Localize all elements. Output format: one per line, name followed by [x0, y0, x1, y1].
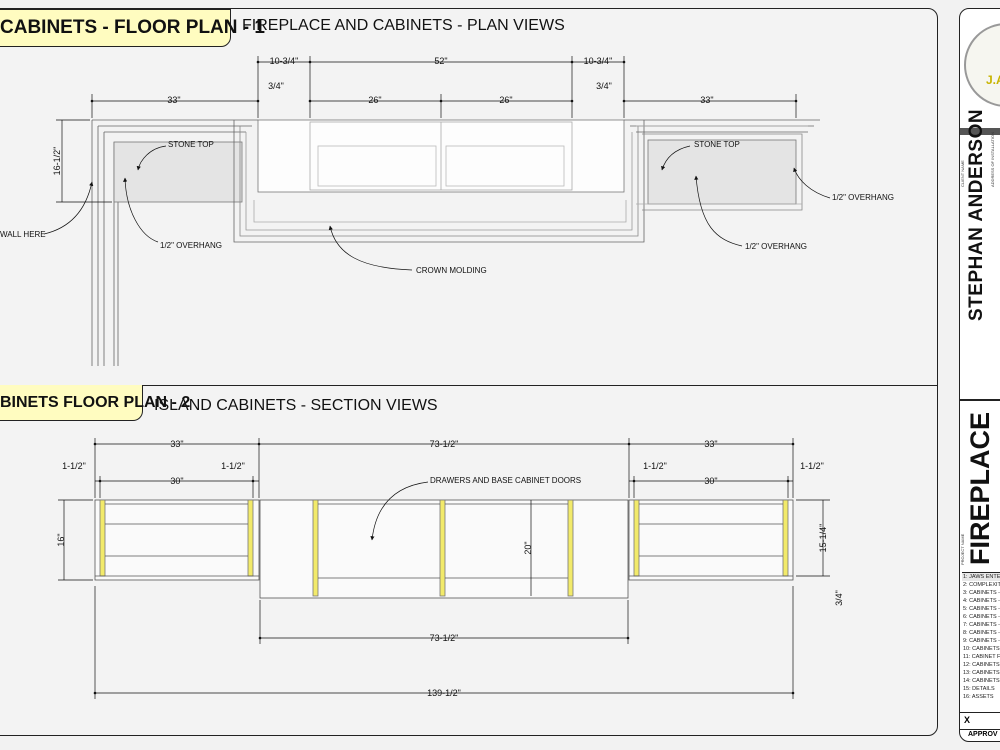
title-block: J.A CLIENT NAME STEPHAN ANDERSON ADDRESS…	[959, 8, 1000, 742]
dim-sec-height-20: 20"	[523, 541, 533, 554]
dim-sec-height-1514: 15-1/4"	[818, 524, 828, 553]
company-logo: J.A	[964, 23, 1000, 107]
dim-sec-right-34: 3/4"	[834, 590, 844, 606]
sheet-index-item[interactable]: 16: ASSETS	[963, 694, 994, 700]
sheet-index-item[interactable]: 11: CABINET FL	[963, 654, 1000, 660]
note-drawers: DRAWERS AND BASE CABINET DOORS	[430, 476, 581, 485]
project-name: FIREPLACE	[965, 411, 995, 565]
sheet-index-item[interactable]: 6: CABINETS -	[963, 614, 1000, 620]
sheet-index-item[interactable]: 4: CABINETS -	[963, 598, 1000, 604]
plan-view	[91, 119, 820, 366]
dim-top-right: 10-3/4"	[584, 56, 613, 66]
note-overhang-left: 1/2" OVERHANG	[160, 241, 222, 250]
dim-sec-left-112a: 1-1/2"	[62, 461, 86, 471]
sheet-index-item[interactable]: 15: DETAILS	[963, 686, 995, 692]
dim-right-34: 3/4"	[596, 81, 612, 91]
floor-plan-2-title: BINETS FLOOR PLAN - 2	[0, 393, 191, 411]
plan-views-heading: FIREPLACE AND CABINETS - PLAN VIEWS	[242, 17, 565, 34]
approval-line	[960, 729, 1000, 730]
sheet-divider	[0, 385, 937, 386]
floor-plan-1-title: CABINETS - FLOOR PLAN - 1	[0, 17, 265, 38]
left-cabinet	[94, 499, 260, 581]
sheet-index-item[interactable]: 3: CABINETS -	[963, 590, 1000, 596]
dim-sec-left-112b: 1-1/2"	[221, 461, 245, 471]
dim-top-left: 10-3/4"	[270, 56, 299, 66]
address-caption: ADDRESS OF INSTALLATION	[990, 132, 995, 187]
right-cabinet	[628, 499, 794, 581]
sheet-index-item[interactable]: 14: CABINETS -	[963, 678, 1000, 684]
dim-sec-height-16: 16"	[56, 533, 66, 546]
dim-mid-26b: 26"	[499, 95, 512, 105]
sheet-index-item[interactable]: 7: CABINETS -	[963, 622, 1000, 628]
dim-right-33: 33"	[700, 95, 713, 105]
stone-top-right	[647, 139, 797, 205]
dim-sec-right-112b: 1-1/2"	[800, 461, 824, 471]
dim-depth: 16-1/2"	[52, 147, 62, 176]
sheet-index-item[interactable]: 13: CABINETS -	[963, 670, 1000, 676]
sheet-index-item[interactable]: 10: CABINETS -	[963, 646, 1000, 652]
dim-sec-right-33: 33"	[704, 439, 717, 449]
dim-sec-right-30: 30"	[704, 476, 717, 486]
dim-mid-26a: 26"	[368, 95, 381, 105]
dim-sec-right-112a: 1-1/2"	[643, 461, 667, 471]
logo-text: J.A	[986, 73, 1000, 87]
title-block-separator	[960, 128, 1000, 135]
dim-sec-bottom-73: 73-1/2"	[430, 633, 459, 643]
note-crown-molding: CROWN MOLDING	[416, 266, 487, 275]
dim-left-34: 3/4"	[268, 81, 284, 91]
dim-sec-left-30: 30"	[170, 476, 183, 486]
approval-box-top	[960, 712, 1000, 713]
floor-plan-2-tag: BINETS FLOOR PLAN - 2	[0, 385, 190, 421]
note-stone-top-right: STONE TOP	[694, 140, 740, 149]
note-overhang-right-a: 1/2" OVERHANG	[832, 193, 894, 202]
client-caption: CLIENT NAME	[960, 160, 965, 187]
note-overhang-right-b: 1/2" OVERHANG	[745, 242, 807, 251]
dim-sec-left-33: 33"	[170, 439, 183, 449]
sheet-index-item[interactable]: 8: CABINETS -	[963, 630, 1000, 636]
sheet-index-item[interactable]: 5: CABINETS -	[963, 606, 1000, 612]
approval-x-mark: X	[964, 715, 971, 725]
sheet-index-item[interactable]: 1: JAWS ENTE	[962, 573, 1000, 581]
section-view	[94, 499, 794, 599]
sheet-index-item[interactable]: 9: CABINETS -	[963, 638, 1000, 644]
stone-top-left	[113, 141, 243, 203]
dim-sec-bottom-139: 139-1/2"	[427, 688, 461, 698]
dim-top-mid: 52"	[434, 56, 447, 66]
note-stone-top-left: STONE TOP	[168, 140, 214, 149]
approval-label: APPROV	[968, 731, 998, 738]
title-block-line	[960, 399, 1000, 401]
sheet-index-item[interactable]: 2: COMPLEXIT	[963, 582, 1000, 588]
dim-left-33: 33"	[167, 95, 180, 105]
note-wall-here: WALL HERE	[0, 230, 46, 239]
dim-sec-mid-73: 73-1/2"	[430, 439, 459, 449]
floor-plan-1-tag: CABINETS - FLOOR PLAN - 1	[0, 9, 265, 47]
section-views-heading: ISLAND CABINETS - SECTION VIEWS	[154, 397, 438, 414]
sheet-index: 1: JAWS ENTE 2: COMPLEXIT 3: CABINETS - …	[962, 572, 1000, 701]
client-name: STEPHAN ANDERSON	[966, 108, 987, 321]
sheet-index-item[interactable]: 12: CABINETS -	[963, 662, 1000, 668]
